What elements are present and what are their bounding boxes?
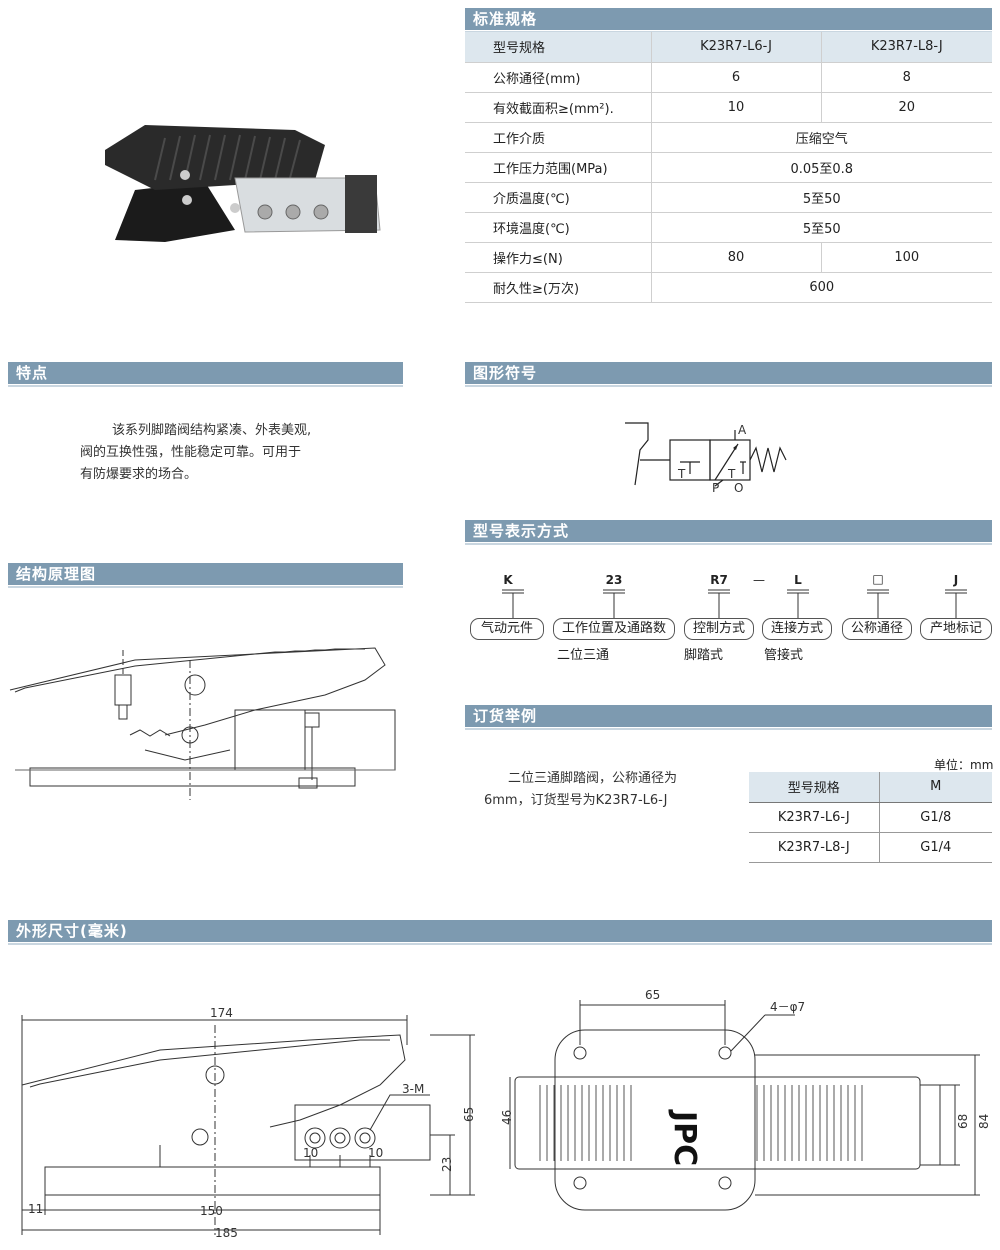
spec-row: 工作压力范围(MPa) 0.05至0.8 bbox=[465, 152, 992, 183]
ordering-text: 二位三通脚踏阀，公称通径为 6mm，订货型号为K23R7-L6-J bbox=[484, 768, 744, 812]
ordering-header-m: M bbox=[878, 772, 992, 803]
spec-row-value: 5至50 bbox=[650, 182, 992, 213]
symbol-port-o: O bbox=[734, 481, 743, 495]
spec-row: 耐久性≥(万次) 600 bbox=[465, 272, 992, 303]
spec-row: 工作介质 压缩空气 bbox=[465, 122, 992, 153]
dim-10a: 10 bbox=[303, 1146, 318, 1160]
model-code-l: L bbox=[794, 573, 802, 587]
model-label-bore: 公称通径 bbox=[842, 618, 912, 640]
dim-46: 46 bbox=[500, 1110, 514, 1125]
ordering-section-header: 订货举例 bbox=[465, 705, 992, 730]
ordering-header-model: 型号规格 bbox=[749, 772, 879, 803]
spec-row-value: 100 bbox=[820, 242, 992, 273]
spec-row-label: 介质温度(℃) bbox=[465, 182, 651, 213]
spec-row-label: 工作介质 bbox=[465, 122, 651, 153]
spec-row-value: 80 bbox=[650, 242, 821, 273]
spec-row-value: 20 bbox=[820, 92, 992, 123]
dim-84: 84 bbox=[977, 1114, 991, 1129]
spec-row: 环境温度(℃) 5至50 bbox=[465, 212, 992, 243]
dimensions-section-header: 外形尺寸(毫米) bbox=[8, 920, 992, 945]
spec-row: 介质温度(℃) 5至50 bbox=[465, 182, 992, 213]
ordering-table: 型号规格 M K23R7-L6-J G1/8 K23R7-L8-J G1/4 bbox=[749, 772, 992, 863]
model-label-origin: 产地标记 bbox=[920, 618, 992, 640]
ordering-header-row: 型号规格 M bbox=[749, 772, 992, 803]
dim-11: 11 bbox=[28, 1202, 43, 1216]
model-code-section-header: 型号表示方式 bbox=[465, 520, 992, 545]
spec-row-value: 6 bbox=[650, 62, 821, 93]
dim-65: 65 bbox=[462, 1107, 476, 1122]
ordering-line: 6mm，订货型号为K23R7-L6-J bbox=[484, 793, 668, 808]
ordering-cell: K23R7-L8-J bbox=[749, 832, 879, 863]
ordering-row: K23R7-L6-J G1/8 bbox=[749, 802, 992, 833]
model-code-dash: — bbox=[753, 573, 765, 587]
ordering-line: 二位三通脚踏阀，公称通径为 bbox=[508, 771, 678, 786]
dim-top-65: 65 bbox=[645, 988, 660, 1002]
dim-174: 174 bbox=[210, 1006, 233, 1020]
model-code-23: 23 bbox=[605, 573, 623, 587]
features-section-header: 特点 bbox=[8, 362, 403, 387]
dim-4phi7: 4－φ7 bbox=[770, 1000, 805, 1014]
ordering-cell: G1/4 bbox=[878, 832, 992, 863]
structure-diagram bbox=[9, 647, 396, 800]
spec-row-label: 环境温度(℃) bbox=[465, 212, 651, 243]
features-line: 该系列脚踏阀结构紧凑、外表美观, bbox=[112, 423, 312, 438]
model-code-k: K bbox=[503, 573, 513, 587]
structure-section-header: 结构原理图 bbox=[8, 563, 403, 588]
dim-23: 23 bbox=[440, 1157, 454, 1172]
ordering-row: K23R7-L8-J G1/4 bbox=[749, 832, 992, 863]
spec-header-col1: K23R7-L6-J bbox=[650, 32, 821, 63]
spec-row: 操作力≤(N) 80 100 bbox=[465, 242, 992, 273]
symbol-port-t1: T bbox=[677, 467, 686, 481]
features-line: 有防爆要求的场合。 bbox=[80, 467, 198, 482]
spec-row-value: 5至50 bbox=[650, 212, 992, 243]
spec-row: 有效截面积≥(mm²). 10 20 bbox=[465, 92, 992, 123]
model-label-position: 工作位置及通路数 bbox=[553, 618, 675, 640]
spec-header-row: 型号规格 K23R7-L6-J K23R7-L8-J bbox=[465, 32, 992, 63]
spec-row-label: 操作力≤(N) bbox=[465, 242, 651, 273]
ordering-cell: K23R7-L6-J bbox=[749, 802, 879, 833]
model-note-control: 脚踏式 bbox=[684, 648, 724, 663]
ordering-cell: G1/8 bbox=[878, 802, 992, 833]
spec-header-col2: K23R7-L8-J bbox=[820, 32, 992, 63]
dim-185: 185 bbox=[215, 1226, 238, 1240]
symbol-section-header: 图形符号 bbox=[465, 362, 992, 387]
spec-row-value: 压缩空气 bbox=[650, 122, 992, 153]
spec-row-label: 工作压力范围(MPa) bbox=[465, 152, 651, 183]
model-code-r7: R7 bbox=[710, 573, 728, 587]
jpc-logo: JPC bbox=[667, 1109, 702, 1166]
top-view-drawing: JPC 65 4－φ7 46 68 84 bbox=[500, 988, 991, 1211]
spec-row-value: 10 bbox=[650, 92, 821, 123]
spec-row-label: 耐久性≥(万次) bbox=[465, 272, 651, 303]
spec-table: 型号规格 K23R7-L6-J K23R7-L8-J 公称通径(mm) 6 8 … bbox=[465, 32, 992, 303]
model-note-connection: 管接式 bbox=[764, 648, 804, 663]
ordering-unit: 单位：mm bbox=[934, 758, 994, 772]
model-code-connectors bbox=[502, 589, 967, 618]
spec-row: 公称通径(mm) 6 8 bbox=[465, 62, 992, 93]
symbol-port-p: P bbox=[712, 481, 719, 495]
spec-row-value: 8 bbox=[820, 62, 992, 93]
dim-3m: 3-M bbox=[402, 1082, 424, 1096]
side-view-drawing: 174 65 23 3-M 10 10 11 150 185 bbox=[21, 1006, 476, 1240]
model-code-bore: □ bbox=[872, 572, 884, 586]
model-label-connection: 连接方式 bbox=[762, 618, 832, 640]
dim-10b: 10 bbox=[368, 1146, 383, 1160]
spec-row-value: 600 bbox=[650, 272, 992, 303]
spec-row-value: 0.05至0.8 bbox=[650, 152, 992, 183]
model-note-position: 二位三通 bbox=[557, 648, 610, 663]
pneumatic-symbol: A P O T T bbox=[625, 422, 787, 495]
features-line: 阀的互换性强，性能稳定可靠。可用于 bbox=[80, 445, 302, 460]
product-photo bbox=[105, 125, 381, 242]
dim-68: 68 bbox=[956, 1114, 970, 1129]
spec-row-label: 公称通径(mm) bbox=[465, 62, 651, 93]
spec-section-header: 标准规格 bbox=[465, 8, 992, 33]
spec-header-label: 型号规格 bbox=[465, 32, 651, 63]
model-label-control: 控制方式 bbox=[684, 618, 754, 640]
spec-row-label: 有效截面积≥(mm²). bbox=[465, 92, 651, 123]
model-code-j: J bbox=[953, 573, 959, 587]
dim-150: 150 bbox=[200, 1204, 223, 1218]
symbol-port-t2: T bbox=[727, 467, 736, 481]
symbol-port-a: A bbox=[738, 423, 747, 437]
model-label-pneumatic: 气动元件 bbox=[470, 618, 544, 640]
features-text: 该系列脚踏阀结构紧凑、外表美观, 阀的互换性强，性能稳定可靠。可用于 有防爆要求… bbox=[80, 420, 400, 486]
